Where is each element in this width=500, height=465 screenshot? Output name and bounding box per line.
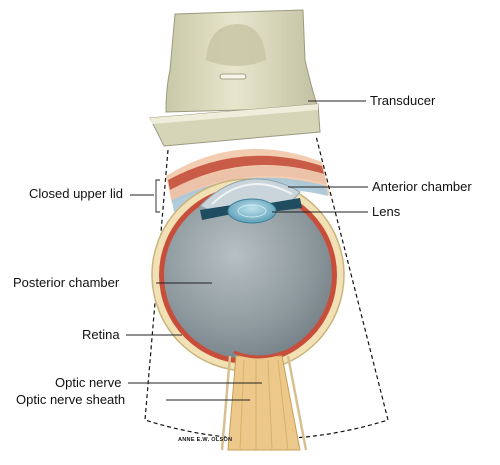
bracket-closed-upper-lid [155, 179, 160, 213]
label-optic-nerve-sheath: Optic nerve sheath [16, 392, 125, 407]
label-optic-nerve: Optic nerve [55, 375, 121, 390]
label-retina: Retina [82, 327, 120, 342]
lens-shape [227, 198, 277, 224]
label-lens: Lens [372, 204, 401, 219]
label-posterior-chamber: Posterior chamber [13, 275, 120, 290]
label-anterior-chamber: Anterior chamber [372, 179, 472, 194]
artist-signature: ANNE E.W. OLSON [178, 437, 232, 443]
transducer [149, 9, 321, 147]
globe [151, 178, 345, 451]
label-transducer: Transducer [370, 93, 436, 108]
label-closed-upper-lid: Closed upper lid [29, 186, 123, 201]
optic-nerve-shape [227, 355, 301, 451]
